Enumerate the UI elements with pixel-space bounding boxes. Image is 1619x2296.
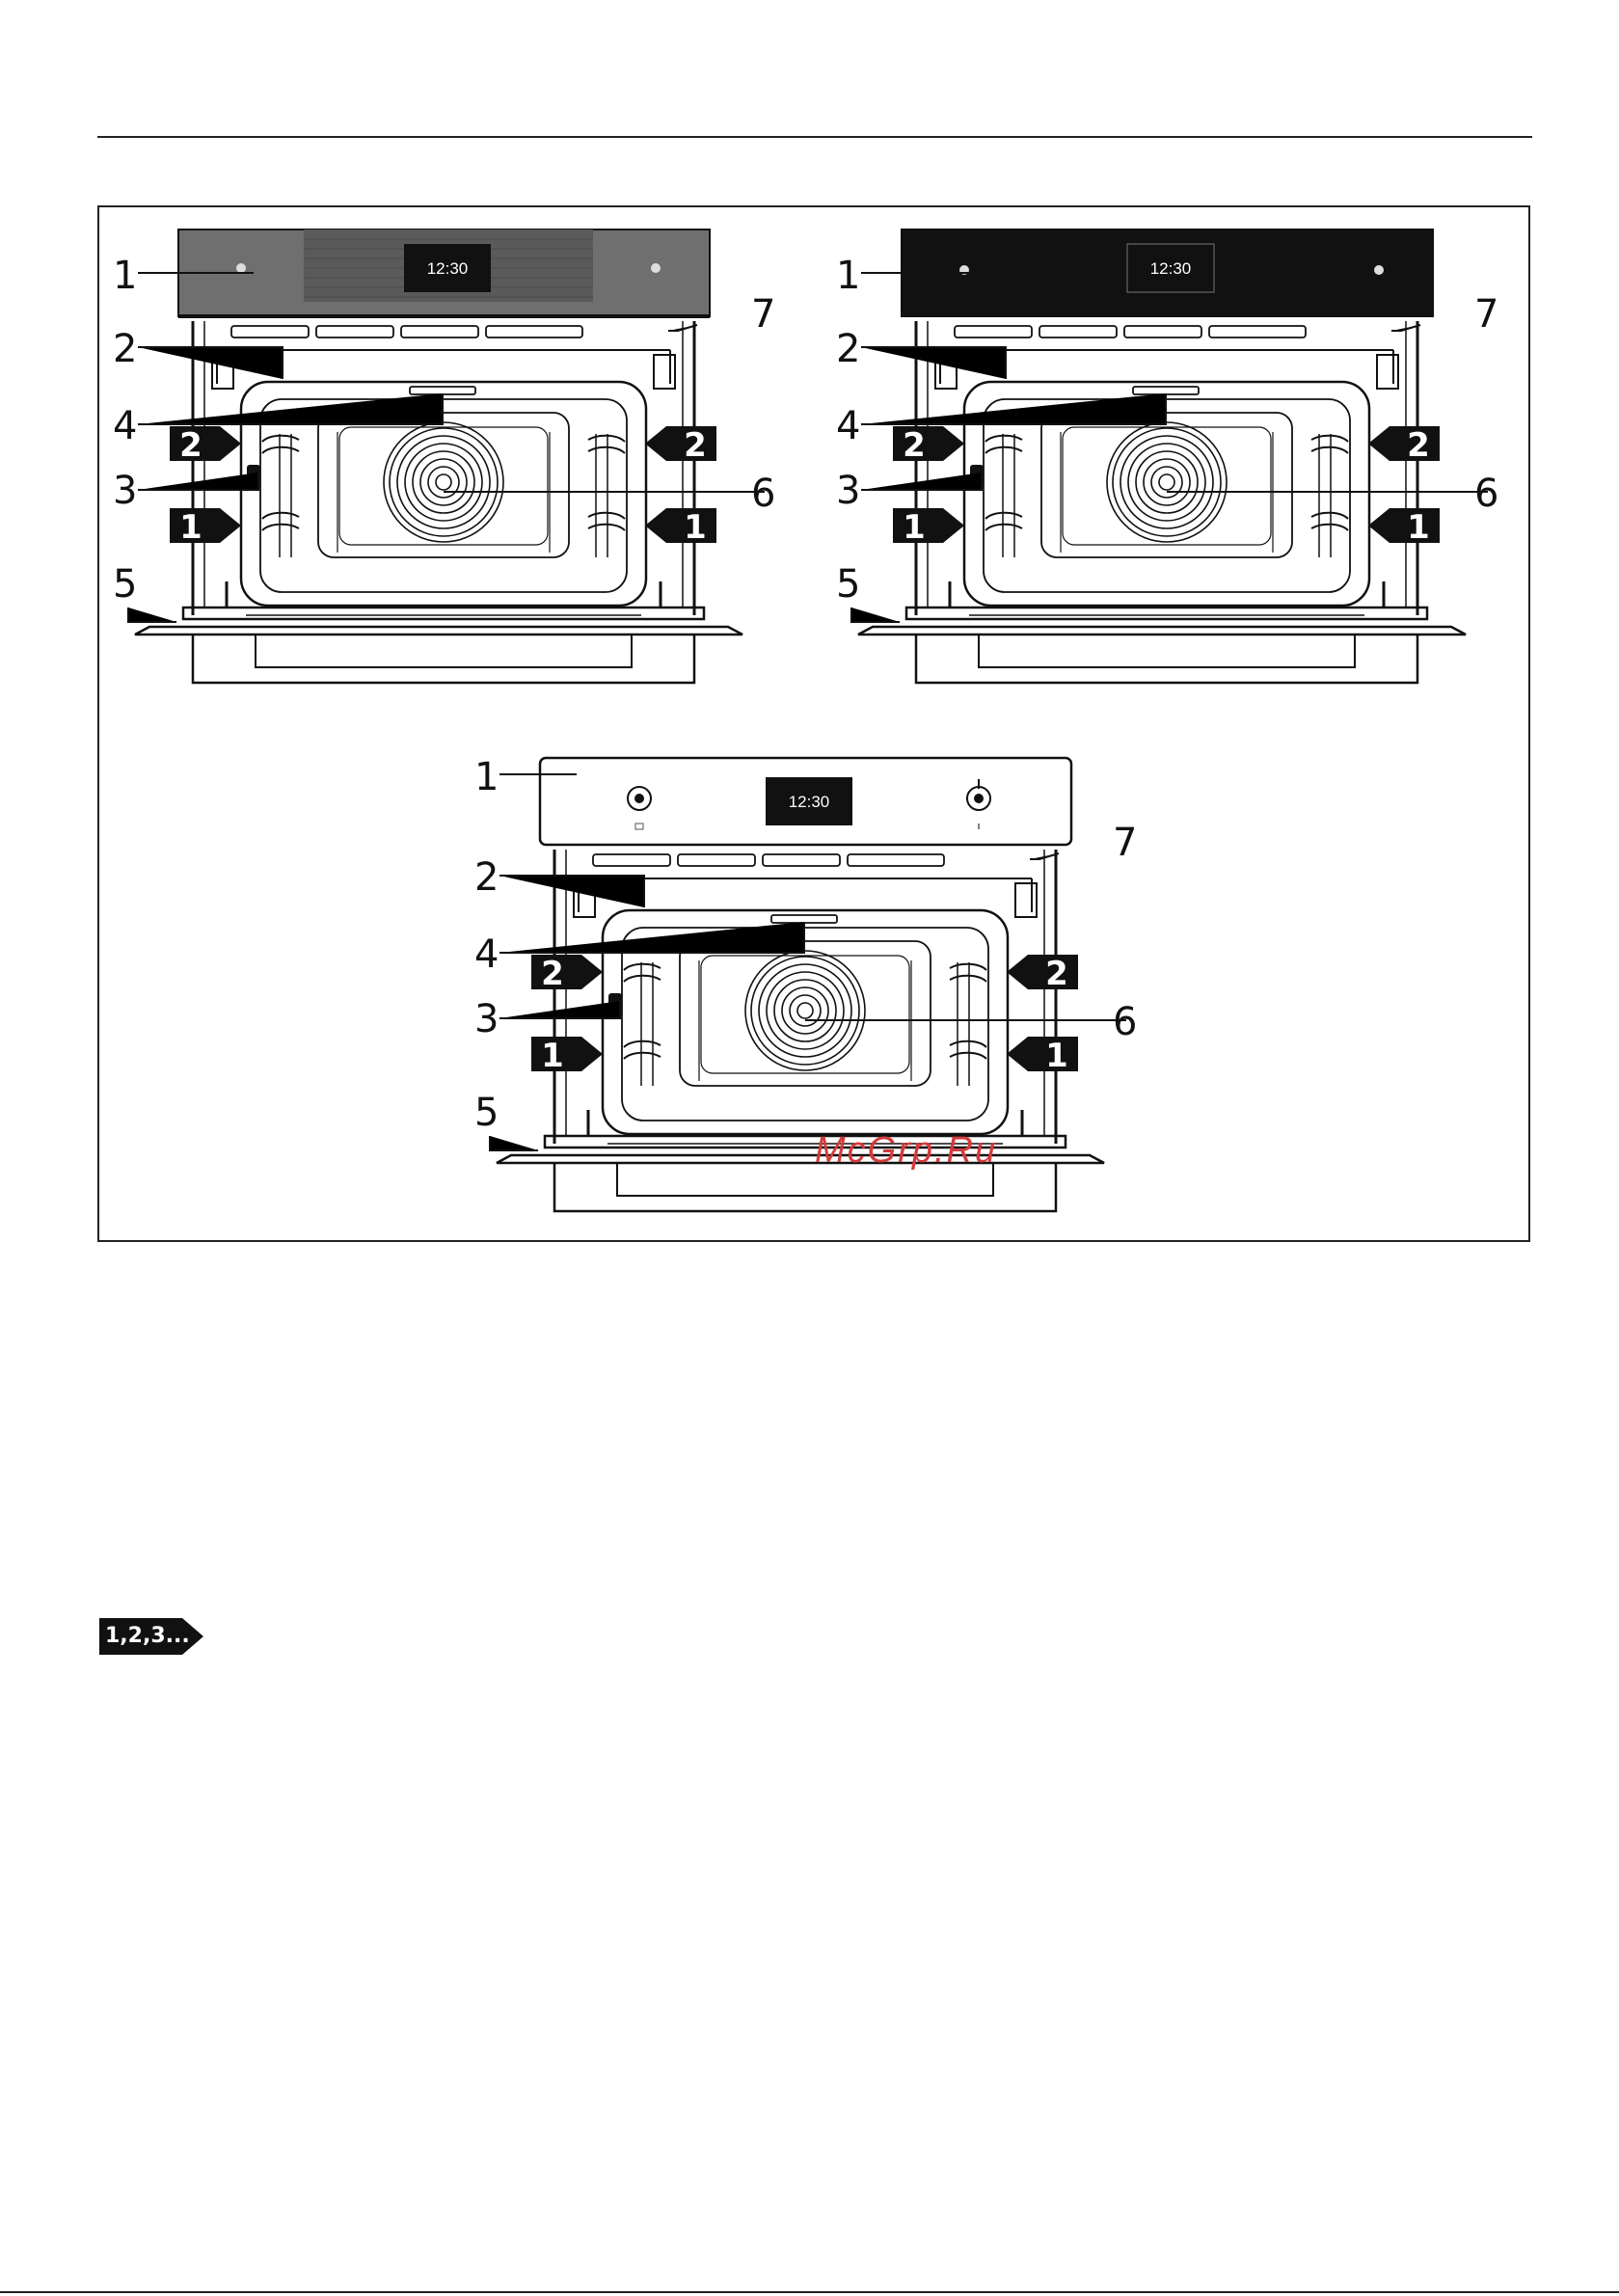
svg-text:1: 1: [1407, 508, 1430, 547]
callout-1: 1: [474, 755, 499, 799]
svg-text:2: 2: [1045, 955, 1068, 993]
sequence-arrow-icon: 1,2,3...: [99, 1618, 203, 1655]
callout-1: 1: [836, 254, 860, 298]
shelf-marker-right-2: 2: [645, 426, 716, 465]
callout-7: 7: [1474, 292, 1498, 337]
callout-7: 7: [751, 292, 775, 337]
shelf-marker-right-1: 1: [645, 508, 716, 547]
svg-text:2: 2: [541, 955, 564, 993]
callout-6: 6: [1113, 1000, 1137, 1044]
svg-text:1: 1: [541, 1037, 564, 1075]
sequence-label: 1,2,3...: [105, 1623, 190, 1650]
right-knob-icon: [651, 263, 661, 273]
svg-text:2: 2: [684, 426, 707, 465]
oven-diagram-frame: 12:30 1 2 4 3 5 7 6 2 1 2 1: [97, 205, 1530, 1242]
clock-time: 12:30: [427, 259, 469, 278]
clock-time: 12:30: [789, 793, 830, 811]
left-knob-icon: [236, 263, 246, 273]
callout-4: 4: [113, 404, 137, 448]
svg-text:1: 1: [684, 508, 707, 547]
callout-5: 5: [474, 1091, 499, 1135]
svg-text:2: 2: [903, 426, 926, 465]
oven-variant-white-knobs: 12:30 1 2: [474, 755, 1137, 1211]
shelf-marker-right-2: 2: [1368, 426, 1440, 465]
callout-3: 3: [836, 469, 860, 513]
oven-variant-graphite: 12:30 1 2 4 3 5 7 6 2 1 2 1: [113, 230, 775, 683]
callout-3: 3: [113, 469, 137, 513]
shelf-marker-left-1: 1: [170, 508, 241, 547]
callout-4: 4: [836, 404, 860, 448]
svg-text:1: 1: [1045, 1037, 1068, 1075]
right-knob-icon: [1374, 265, 1384, 275]
callout-1: 1: [113, 254, 137, 298]
callout-3: 3: [474, 997, 499, 1041]
shelf-marker-left-1: 1: [893, 508, 964, 547]
top-divider: [97, 136, 1532, 138]
svg-text:1: 1: [903, 508, 926, 547]
callout-5: 5: [836, 562, 860, 607]
callout-2: 2: [836, 327, 860, 371]
callout-4: 4: [474, 932, 499, 977]
clock-time: 12:30: [1150, 259, 1192, 278]
callout-2: 2: [474, 855, 499, 900]
callout-6: 6: [751, 472, 775, 516]
svg-text:1: 1: [179, 508, 202, 547]
shelf-marker-left-2: 2: [531, 955, 603, 993]
shelf-marker-left-2: 2: [170, 426, 241, 465]
shelf-marker-left-1: 1: [531, 1037, 603, 1075]
shelf-marker-right-1: 1: [1007, 1037, 1078, 1075]
shelf-marker-right-2: 2: [1007, 955, 1078, 993]
oven-diagrams: 12:30 1 2 4 3 5 7 6 2 1 2 1: [99, 207, 1532, 1244]
watermark-text: McGrp.Ru: [815, 1130, 997, 1171]
callout-5: 5: [113, 562, 137, 607]
oven-variant-black: 12:30 1 2 4 3 5 7 6 2 1 2 1: [836, 230, 1498, 683]
svg-text:2: 2: [1407, 426, 1430, 465]
callout-6: 6: [1474, 472, 1498, 516]
shelf-marker-right-1: 1: [1368, 508, 1440, 547]
callout-7: 7: [1113, 821, 1137, 865]
callout-2: 2: [113, 327, 137, 371]
shelf-marker-left-2: 2: [893, 426, 964, 465]
bottom-divider: [0, 2291, 1619, 2293]
svg-text:2: 2: [179, 426, 202, 465]
